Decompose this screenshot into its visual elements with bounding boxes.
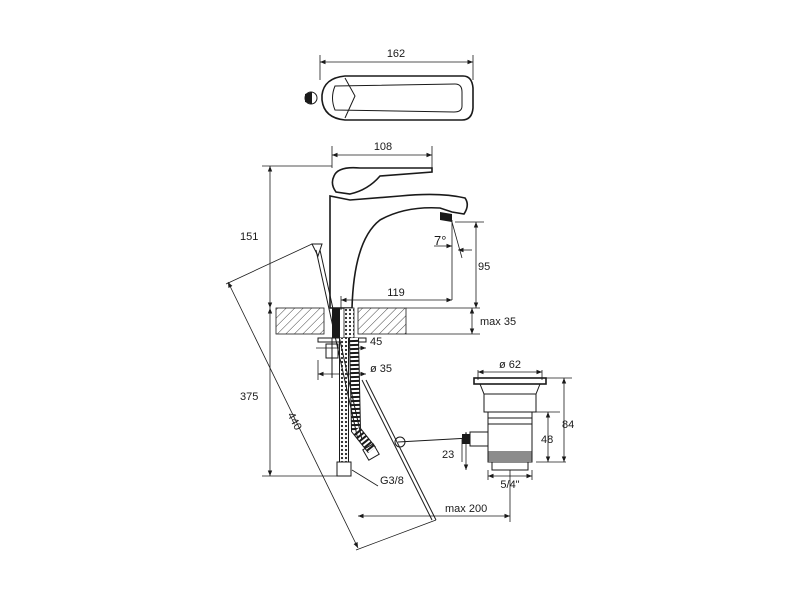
dim-reach: 119 (387, 287, 405, 299)
hose-top (343, 307, 355, 339)
top-lever-outline (332, 83, 463, 113)
dim-rod-length: 440 (285, 411, 304, 433)
dim-waste-outer: 84 (562, 419, 574, 431)
faucet-body (329, 193, 469, 309)
waste-assembly: ø 62 48 84 23 5/4" max 200 (358, 359, 574, 522)
dim-angle: 7° (434, 233, 446, 248)
rod-knob (311, 243, 323, 258)
waste-thread (487, 451, 533, 463)
dim-height-upper: 151 (240, 231, 258, 243)
dim-hole-offset: 45 (370, 336, 382, 348)
lever (331, 166, 433, 195)
waste-collar (483, 393, 537, 413)
label-thread-hose: G3/8 (380, 475, 404, 487)
dim-waste-inner: 48 (541, 434, 553, 446)
dim-offset: 23 (442, 449, 454, 461)
top-lever-line (344, 77, 356, 119)
countertop: max 35 45 ø 35 (275, 307, 516, 380)
top-knob-fill (305, 92, 312, 104)
faucet-side-view: 108 151 7° 95 119 (240, 141, 490, 310)
countertop-left (275, 307, 325, 335)
waste-flange (473, 377, 547, 385)
top-view: 162 (304, 48, 474, 121)
supply-hoses: G3/8 (336, 337, 404, 487)
top-body-outline (321, 75, 474, 121)
dim-lever-length: 108 (374, 141, 392, 153)
aerator (440, 212, 452, 222)
hose-connector-left (336, 461, 352, 477)
hose-connector-right (362, 443, 380, 461)
rod-clamp (394, 436, 406, 448)
dim-max-distance: max 200 (445, 503, 487, 515)
dim-top-width: 162 (387, 48, 405, 60)
dim-spout-height: 95 (478, 261, 490, 273)
countertop-right (357, 307, 407, 335)
waste-side-outlet (469, 431, 489, 447)
dim-height-lower: 375 (240, 391, 258, 403)
dim-waste-diameter: ø 62 (499, 359, 521, 371)
dim-hole-diameter: ø 35 (370, 363, 392, 375)
popup-rod: 440 (225, 243, 471, 551)
dim-lower-group: 375 (240, 308, 340, 477)
waste-cap (479, 383, 541, 395)
dim-max-thickness: max 35 (480, 316, 516, 328)
